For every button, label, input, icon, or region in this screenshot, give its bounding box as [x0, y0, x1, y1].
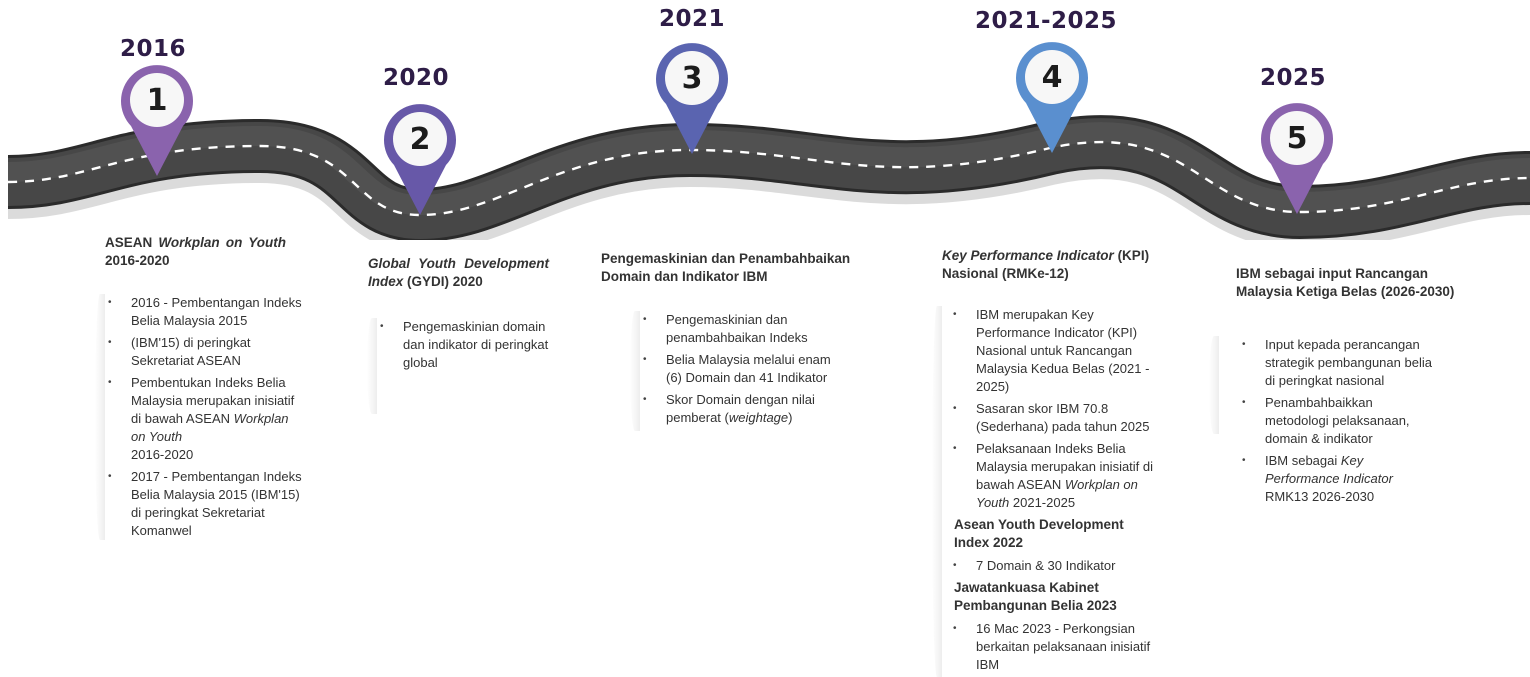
road-center-line — [7, 141, 1530, 217]
milestone-1-details: 2016 - Pembentangan Indeks Belia Malaysi… — [95, 294, 305, 540]
map-pin-2: 2 — [384, 103, 456, 215]
list-item: 7 Domain & 30 Indikator — [950, 557, 1162, 575]
pin-number: 5 — [1286, 120, 1308, 156]
bullet-list: Input kepada perancangan strategik pemba… — [1239, 336, 1439, 506]
pin-number: 2 — [409, 121, 431, 157]
milestone-1-title: ASEAN Workplan on Youth 2016-2020 — [105, 235, 286, 268]
milestone-3-details: Pengemaskinian dan penambahbaikan Indeks… — [630, 311, 845, 431]
list-item: 2016 - Pembentangan Indeks Belia Malaysi… — [105, 294, 305, 330]
list-item: 16 Mac 2023 - Perkongsian berkaitan pela… — [950, 620, 1162, 674]
bullet-list: IBM merupakan Key Performance Indicator … — [950, 306, 1162, 512]
road-highlight — [7, 122, 1530, 216]
list-item: Pengemaskinian dan penambahbaikan Indeks — [640, 311, 845, 347]
milestone-2-title-line2: Index (GYDI) 2020 — [368, 274, 483, 289]
bullet-list: 7 Domain & 30 Indikator — [950, 557, 1162, 575]
year-label-2020: 2020 — [382, 65, 450, 91]
list-item: Belia Malaysia melalui enam (6) Domain d… — [640, 351, 845, 387]
map-pin-icon — [1016, 42, 1088, 153]
map-pin-1: 1 — [121, 64, 193, 176]
map-pin-icon — [384, 104, 456, 215]
milestone-4-details: IBM merupakan Key Performance Indicator … — [932, 306, 1162, 677]
bullet-list: Pengemaskinian domain dan indikator di p… — [377, 318, 567, 372]
section-heading: Asean Youth Development Index 2022 — [954, 517, 1124, 550]
map-pin-5: 5 — [1261, 102, 1333, 214]
pin-number: 3 — [681, 60, 703, 96]
milestone-3-title: Pengemaskinian dan Penambahbaikan Domain… — [601, 251, 851, 284]
year-label-2021-2025: 2021-2025 — [974, 8, 1118, 34]
bullet-list: 16 Mac 2023 - Perkongsian berkaitan pela… — [950, 620, 1162, 674]
list-item: (IBM'15) di peringkat Sekretariat ASEAN — [105, 334, 305, 370]
milestone-4-title: Key Performance Indicator (KPI) Nasional… — [942, 248, 1150, 281]
milestone-2-details: Pengemaskinian domain dan indikator di p… — [367, 318, 567, 414]
list-item: Pelaksanaan Indeks Belia Malaysia merupa… — [950, 440, 1162, 512]
list-item: IBM sebagai Key Performance Indicator RM… — [1239, 452, 1439, 506]
pin-number: 4 — [1041, 59, 1063, 95]
bullet-list: Pengemaskinian dan penambahbaikan Indeks… — [640, 311, 845, 427]
milestone-5-title: IBM sebagai input Rancangan Malaysia Ket… — [1236, 266, 1455, 299]
map-pin-4: 4 — [1016, 41, 1088, 153]
map-pin-icon — [656, 43, 728, 154]
year-label-2025: 2025 — [1259, 65, 1327, 91]
pin-number: 1 — [146, 82, 168, 118]
milestone-2-title: Global Youth Development — [368, 256, 549, 271]
list-item: Penambahbaikkan metodologi pelaksanaan, … — [1239, 394, 1439, 448]
map-pin-icon — [121, 65, 193, 176]
map-pin-icon — [1261, 103, 1333, 214]
bullet-list: 2016 - Pembentangan Indeks Belia Malaysi… — [105, 294, 305, 540]
section-heading: Jawatankuasa Kabinet Pembangunan Belia 2… — [954, 580, 1117, 613]
list-item: Skor Domain dengan nilai pemberat (weigh… — [640, 391, 845, 427]
list-item: Pengemaskinian domain dan indikator di p… — [377, 318, 567, 372]
list-item: Sasaran skor IBM 70.8 (Sederhana) pada t… — [950, 400, 1162, 436]
milestone-5-details: Input kepada perancangan strategik pemba… — [1209, 336, 1439, 504]
list-item: 2017 - Pembentangan Indeks Belia Malaysi… — [105, 468, 305, 540]
winding-road — [7, 115, 1530, 240]
map-pin-3: 3 — [656, 42, 728, 154]
list-item: Input kepada perancangan strategik pemba… — [1239, 336, 1439, 390]
year-label-2016: 2016 — [119, 36, 187, 62]
year-label-2021: 2021 — [658, 6, 726, 32]
list-item: Pembentukan Indeks Belia Malaysia merupa… — [105, 374, 305, 464]
list-item: IBM merupakan Key Performance Indicator … — [950, 306, 1162, 396]
